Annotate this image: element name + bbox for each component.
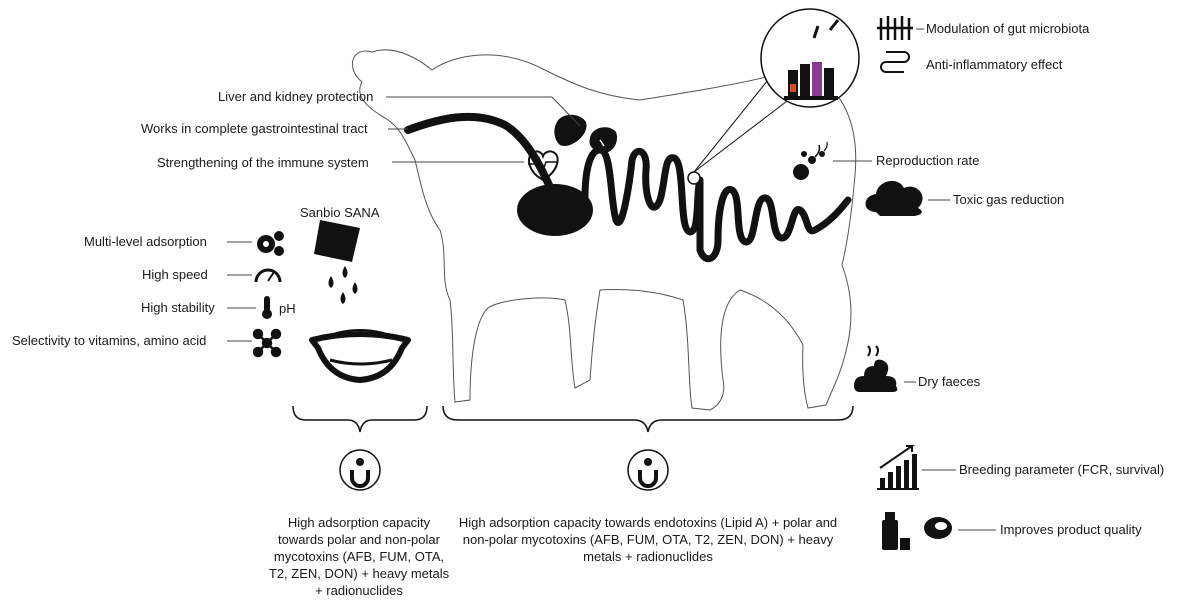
thermometer-icon [262, 296, 272, 319]
label-anti-inflammatory: Anti-inflammatory effect [926, 57, 1062, 73]
label-ph: pH [279, 301, 296, 317]
gears-icon [257, 231, 284, 256]
sheep-outline [352, 50, 855, 410]
gastrointestinal-tract [408, 117, 848, 259]
bottom-text-left: High adsorption capacity towards polar a… [264, 514, 454, 599]
sperm-icon [793, 142, 827, 180]
bacteria-icon [877, 16, 913, 40]
label-breeding: Breeding parameter (FCR, survival) [959, 462, 1164, 478]
left-brace [293, 406, 427, 432]
label-liver-kidney: Liver and kidney protection [218, 89, 373, 105]
meat-icon [924, 517, 952, 539]
label-multi-level: Multi-level adsorption [84, 234, 207, 250]
label-selectivity: Selectivity to vitamins, amino acid [12, 333, 206, 349]
label-product-name: Sanbio SANA [300, 205, 380, 221]
zoom-magnifier [694, 9, 859, 172]
label-toxic-gas: Toxic gas reduction [953, 192, 1064, 208]
bottom-text-center: High adsorption capacity towards endotox… [456, 514, 840, 565]
label-dry-faeces: Dry faeces [918, 374, 980, 390]
bowl-icon [312, 330, 408, 380]
faeces-icon [854, 346, 897, 392]
center-brace [443, 406, 853, 432]
kidney-icon [589, 127, 617, 153]
cloud-icon [866, 181, 923, 216]
milk-icon [882, 512, 910, 550]
label-complete-gi: Works in complete gastrointestinal tract [141, 121, 368, 137]
label-microbiota: Modulation of gut microbiota [926, 21, 1089, 37]
liver-icon [554, 115, 586, 146]
magnet-toxin-icon [340, 450, 380, 490]
molecule-icon [254, 330, 280, 356]
bar-chart-icon [877, 446, 919, 490]
powder-bag-icon [314, 220, 360, 262]
magnet-toxin-icon [628, 450, 668, 490]
droplet-icon [329, 266, 358, 304]
label-reproduction: Reproduction rate [876, 153, 979, 169]
label-high-stability: High stability [141, 300, 215, 316]
label-high-speed: High speed [142, 267, 208, 283]
speedometer-icon [256, 270, 280, 282]
intestine-icon [881, 52, 909, 72]
label-immune: Strengthening of the immune system [157, 155, 369, 171]
label-product-quality: Improves product quality [1000, 522, 1142, 538]
